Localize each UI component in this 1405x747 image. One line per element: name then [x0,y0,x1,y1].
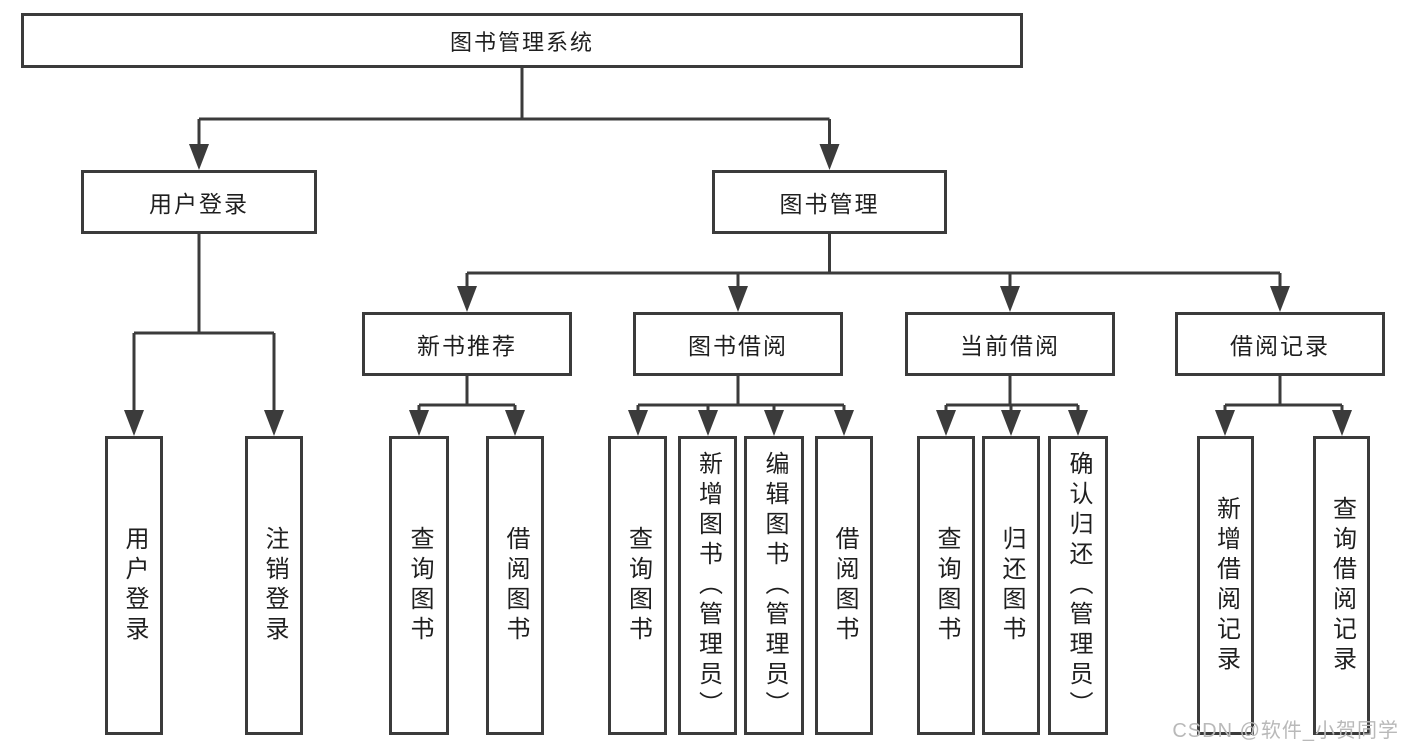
node-leaf-records-add-record: 新增借阅记录 [1197,436,1254,735]
node-label: 注销登录 [261,525,288,646]
arrowhead [628,410,648,436]
node-label: 图书借阅 [688,333,788,359]
node-new-book-recommend: 新书推荐 [362,312,572,376]
arrowhead [764,410,784,436]
arrowhead [1215,410,1235,436]
node-book-borrow: 图书借阅 [633,312,843,376]
connector-current-borrow-to-leaves [936,376,1088,436]
node-label: 查询图书 [406,525,433,646]
arrowhead [1000,286,1020,312]
node-label: 查询借阅记录 [1328,495,1356,676]
node-label: 当前借阅 [960,333,1060,359]
arrowhead [189,144,209,170]
node-leaf-current-return-books: 归还图书 [982,436,1040,735]
connector-new-book-recommend-to-leaves [409,376,525,436]
arrowhead [457,286,477,312]
connector-root-to-level2 [189,68,840,170]
node-user-login: 用户登录 [81,170,317,234]
node-label: 新增借阅记录 [1212,495,1240,676]
node-leaf-logout: 注销登录 [245,436,303,735]
arrowhead [124,410,144,436]
arrowhead [728,286,748,312]
arrowhead [834,410,854,436]
watermark-text: CSDN @软件_小贺同学 [1172,720,1399,742]
node-label: 用户登录 [149,191,249,217]
node-label: 新增图书（管理员） [694,450,722,721]
node-label: 图书管理系统 [449,29,594,55]
arrowhead [505,410,525,436]
connector-borrow-records-to-leaves [1215,376,1352,436]
node-label: 用户登录 [121,525,148,646]
arrowhead [698,410,718,436]
node-borrow-records: 借阅记录 [1175,312,1385,376]
node-label: 借阅图书 [502,525,529,646]
node-label: 编辑图书（管理员） [761,450,788,721]
node-leaf-borrow-add-books-admin: 新增图书（管理员） [678,436,737,735]
node-library-system: 图书管理系统 [21,13,1023,68]
node-leaf-current-query-books: 查询图书 [917,436,975,735]
arrowhead [936,410,956,436]
arrowhead [1068,410,1088,436]
node-current-borrow: 当前借阅 [905,312,1115,376]
node-label: 新书推荐 [417,333,517,359]
arrowhead [819,144,840,170]
node-label: 借阅记录 [1230,333,1330,359]
node-label: 借阅图书 [831,525,858,646]
arrowhead [409,410,429,436]
node-leaf-borrow-query-books: 查询图书 [608,436,667,735]
arrowhead [1001,410,1021,436]
node-leaf-records-query-record: 查询借阅记录 [1313,436,1370,735]
connector-book-management-to-level3 [457,234,1290,312]
node-leaf-borrow-edit-books-admin: 编辑图书（管理员） [744,436,804,735]
arrowhead [264,410,284,436]
node-label: 查询图书 [624,525,652,646]
node-leaf-user-login: 用户登录 [105,436,163,735]
arrowhead [1270,286,1290,312]
node-label: 图书管理 [779,191,880,217]
node-label: 归还图书 [998,525,1025,646]
node-leaf-current-confirm-return-admin: 确认归还（管理员） [1048,436,1108,735]
node-label: 确认归还（管理员） [1065,450,1092,721]
arrowhead [1332,410,1352,436]
node-leaf-borrow-borrow-books: 借阅图书 [815,436,873,735]
connector-user-login-to-leaves [124,234,284,436]
node-book-management: 图书管理 [712,170,947,234]
node-label: 查询图书 [933,525,960,646]
node-leaf-recommend-borrow-books: 借阅图书 [486,436,544,735]
node-leaf-recommend-query-books: 查询图书 [389,436,449,735]
connector-book-borrow-to-leaves [628,376,854,436]
